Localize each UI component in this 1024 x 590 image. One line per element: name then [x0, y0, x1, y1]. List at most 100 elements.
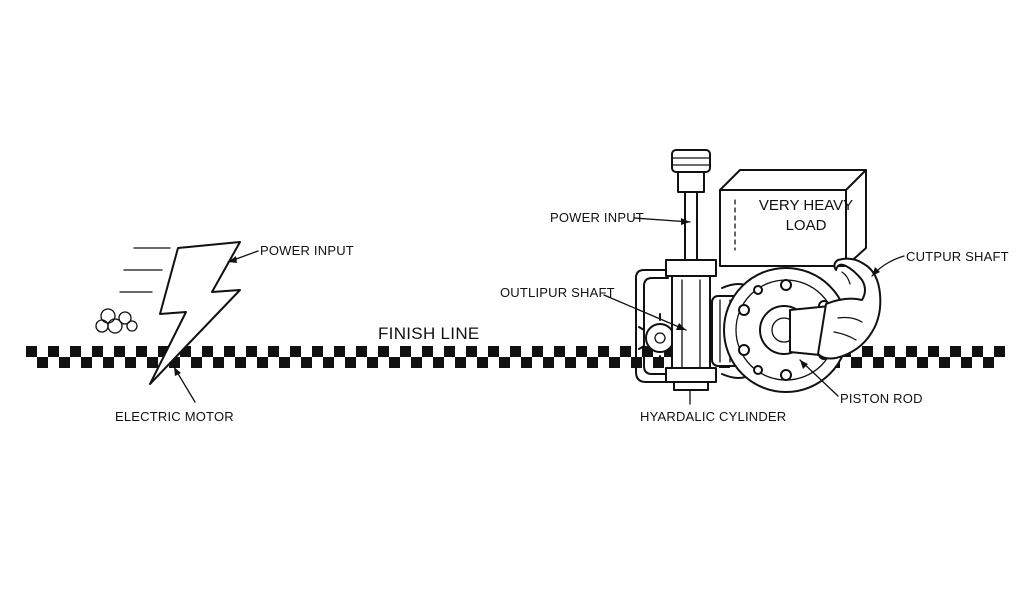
hydraulic-cylinder-body — [671, 275, 711, 373]
finish-line-square — [389, 357, 400, 368]
finish-line-square — [213, 357, 224, 368]
finish-line-square — [158, 346, 169, 357]
label-finish-line: FINISH LINE — [378, 324, 480, 343]
finish-line-square — [895, 357, 906, 368]
finish-line-square — [246, 346, 257, 357]
finish-line-square — [477, 357, 488, 368]
finish-line-square — [345, 357, 356, 368]
finish-line-square — [642, 346, 653, 357]
label-piston-rod: PISTON ROD — [840, 391, 923, 406]
finish-line-square — [301, 357, 312, 368]
finish-line-square — [598, 346, 609, 357]
finish-line-square — [587, 357, 598, 368]
cylinder-base — [673, 381, 709, 391]
finish-line-square — [620, 346, 631, 357]
finish-line-square — [543, 357, 554, 368]
finish-line-square — [92, 346, 103, 357]
finish-line-square — [136, 346, 147, 357]
label-hydraulic-cylinder: HYARDALIC CYLINDER — [640, 409, 786, 424]
finish-line-square — [235, 357, 246, 368]
finish-line-square — [125, 357, 136, 368]
finish-line-square — [499, 357, 510, 368]
finish-line-square — [48, 346, 59, 357]
finish-line-square — [983, 357, 994, 368]
finish-line-square — [444, 346, 455, 357]
finish-line-square — [114, 346, 125, 357]
finish-line-square — [939, 357, 950, 368]
leader-lines — [173, 217, 905, 405]
finish-line-square — [521, 357, 532, 368]
hydraulic-assembly — [635, 149, 882, 393]
label-load-line1: VERY HEAVY — [759, 197, 853, 214]
finish-line-square — [906, 346, 917, 357]
finish-line-square — [224, 346, 235, 357]
finish-line-square — [664, 346, 675, 357]
finish-line-square — [257, 357, 268, 368]
finish-line-square — [26, 346, 37, 357]
finish-line-square — [202, 346, 213, 357]
exhaust-puff-icon — [95, 308, 138, 334]
label-power-input-left: POWER INPUT — [260, 243, 354, 258]
label-power-input-right: POWER INPUT — [550, 210, 644, 225]
finish-line-square — [917, 357, 928, 368]
label-electric-motor: ELECTRIC MOTOR — [115, 409, 234, 424]
finish-line-square — [268, 346, 279, 357]
finish-line-square — [70, 346, 81, 357]
finish-line-square — [928, 346, 939, 357]
finish-line-square — [862, 346, 873, 357]
piston-rod-vertical — [684, 191, 698, 263]
finish-line-square — [191, 357, 202, 368]
finish-line-square — [466, 346, 477, 357]
finish-line-square — [653, 357, 664, 368]
hydraulic-hose — [635, 269, 671, 383]
label-load-line2: LOAD — [786, 217, 827, 234]
finish-line-square — [279, 357, 290, 368]
finish-line-square — [510, 346, 521, 357]
finish-line-square — [884, 346, 895, 357]
cylinder-top-flange — [665, 259, 717, 277]
output-flange — [723, 267, 849, 393]
rod-collar — [677, 171, 705, 193]
finish-line-square — [851, 357, 862, 368]
finish-line-square — [554, 346, 565, 357]
finish-line-square — [378, 346, 389, 357]
label-output-shaft-right: CUTPUR SHAFT — [906, 249, 1009, 264]
finish-line-square — [873, 357, 884, 368]
finish-line-square — [532, 346, 543, 357]
finish-line-square — [103, 357, 114, 368]
finish-line-square — [609, 357, 620, 368]
finish-line-square — [356, 346, 367, 357]
finish-line-square — [334, 346, 345, 357]
finish-line-square — [950, 346, 961, 357]
finish-line-square — [411, 357, 422, 368]
finish-line-square — [367, 357, 378, 368]
finish-line-square — [290, 346, 301, 357]
finish-line-square — [312, 346, 323, 357]
finish-line-square — [37, 357, 48, 368]
electric-motor — [95, 241, 241, 385]
label-output-shaft-left: OUTLIPUR SHAFT — [500, 285, 615, 300]
finish-line-square — [565, 357, 576, 368]
finish-line-square — [961, 357, 972, 368]
finish-line-square — [433, 357, 444, 368]
finish-line-square — [576, 346, 587, 357]
finish-line-square — [972, 346, 983, 357]
cylinder-bottom-flange — [665, 367, 717, 383]
finish-line-square — [400, 346, 411, 357]
lightning-bolt-icon — [149, 241, 241, 385]
finish-line-square — [169, 357, 180, 368]
rod-cap — [671, 149, 711, 173]
finish-line-square — [422, 346, 433, 357]
flexed-arm-icon — [817, 257, 882, 360]
heavy-load-box — [719, 169, 867, 267]
finish-line-square — [180, 346, 191, 357]
finish-line-square — [455, 357, 466, 368]
finish-line-square — [147, 357, 158, 368]
finish-line-square — [81, 357, 92, 368]
finish-line-square — [323, 357, 334, 368]
finish-line-square — [59, 357, 70, 368]
finish-line-square — [488, 346, 499, 357]
finish-line-square — [994, 346, 1005, 357]
